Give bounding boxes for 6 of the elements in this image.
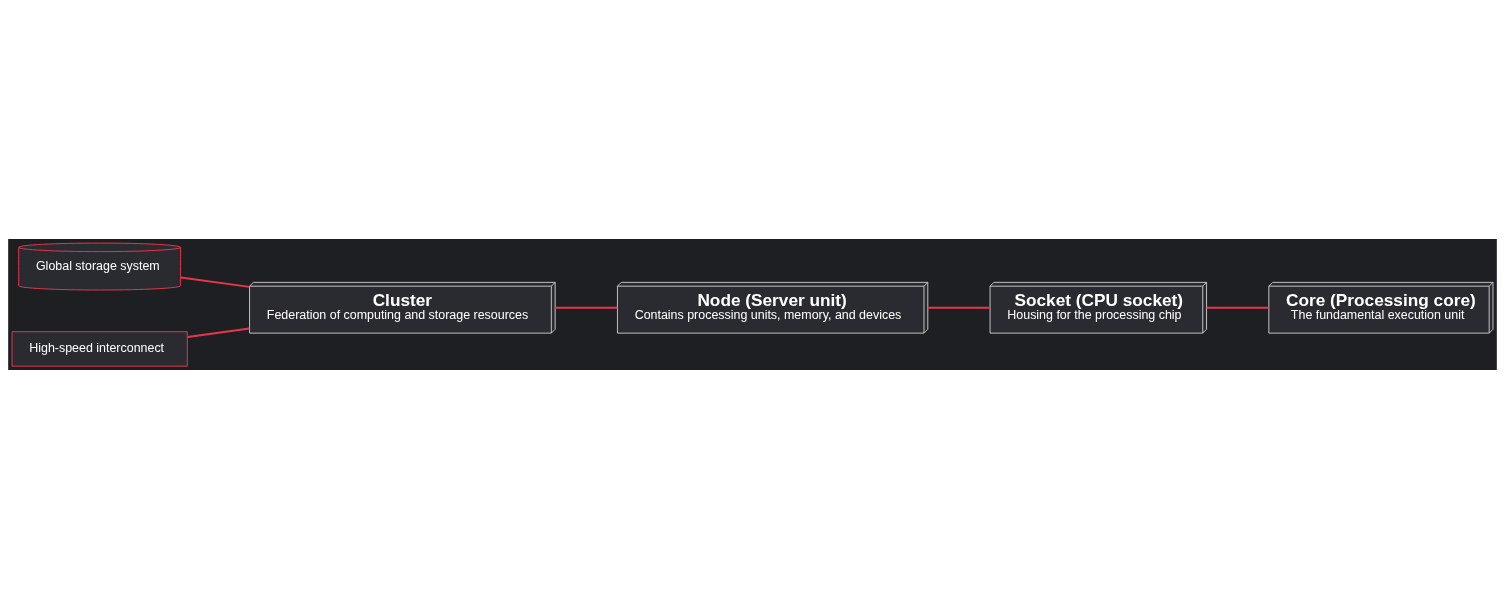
connector	[926, 306, 991, 309]
connector	[554, 306, 619, 309]
connector	[1205, 306, 1270, 309]
node-box: High-speed interconnect	[11, 330, 188, 367]
connector	[179, 276, 251, 288]
connector	[186, 327, 251, 338]
